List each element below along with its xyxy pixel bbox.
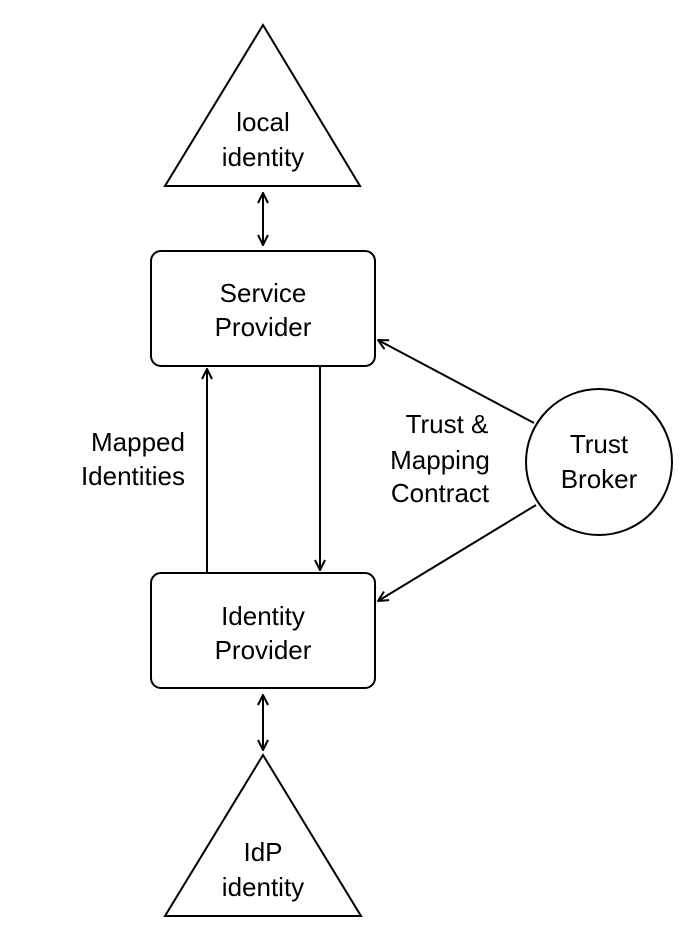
local-identity-node: local identity bbox=[163, 23, 362, 187]
idp-identity-triangle bbox=[163, 753, 363, 917]
mapped-identities-label-line1: Mapped bbox=[91, 427, 185, 457]
idp-identity-label-line1: IdP bbox=[243, 837, 282, 867]
identity-provider-box bbox=[150, 572, 376, 689]
trust-mapping-contract-label: Trust & Mapping Contract bbox=[390, 409, 490, 508]
trust-mapping-contract-label-line1: Trust & bbox=[406, 409, 489, 439]
trust-mapping-contract-label-line3: Contract bbox=[391, 478, 490, 508]
local-identity-label-line1: local bbox=[236, 107, 289, 137]
trust-broker-node: Trust Broker bbox=[525, 388, 673, 536]
mapped-identities-label-line2: Identities bbox=[81, 461, 185, 491]
idp-identity-label-line2: identity bbox=[222, 872, 304, 902]
service-provider-box bbox=[150, 250, 376, 367]
identity-provider-node: Identity Provider bbox=[150, 572, 376, 689]
identity-provider-label-line2: Provider bbox=[215, 635, 312, 665]
service-provider-node: Service Provider bbox=[150, 250, 376, 367]
trust-broker-to-identity-provider-edge bbox=[378, 504, 537, 601]
trust-broker-circle bbox=[525, 388, 673, 536]
local-identity-label-line2: identity bbox=[222, 142, 304, 172]
trust-broker-label-line2: Broker bbox=[561, 464, 638, 494]
local-identity-triangle bbox=[163, 23, 362, 187]
idp-identity-node: IdP identity bbox=[163, 753, 363, 917]
service-provider-label-line1: Service bbox=[220, 278, 307, 308]
trust-broker-to-service-provider-edge bbox=[378, 340, 535, 424]
trust-broker-label-line1: Trust bbox=[570, 429, 629, 459]
identity-provider-label-line1: Identity bbox=[221, 601, 305, 631]
trust-mapping-contract-label-line2: Mapping bbox=[390, 445, 490, 475]
mapped-identities-label: Mapped Identities bbox=[81, 427, 185, 491]
service-provider-label-line2: Provider bbox=[215, 312, 312, 342]
